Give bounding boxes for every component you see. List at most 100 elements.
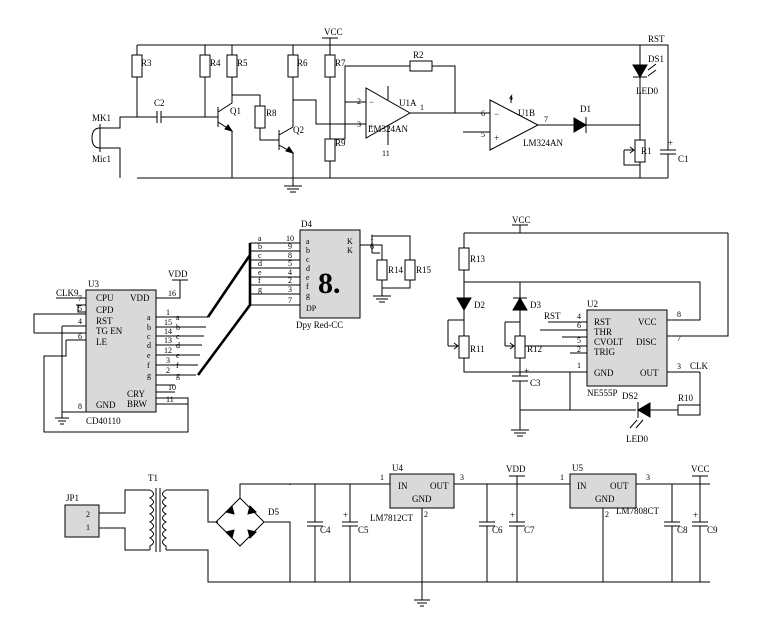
label-c9: C9 — [707, 525, 718, 535]
sign-u1b-plus: + — [494, 133, 499, 143]
d4-seg-d: d — [306, 264, 310, 273]
pin-d4-1: 1 — [370, 233, 374, 242]
label-vdd-bot: VDD — [506, 464, 526, 474]
label-mic1: Mic1 — [92, 154, 111, 164]
connector-jp1 — [64, 504, 100, 538]
label-c7: C7 — [524, 525, 535, 535]
regulator-u5 — [569, 473, 637, 509]
label-u2-thr: THR — [594, 327, 612, 337]
label-u3-brw: BRW — [127, 399, 148, 409]
microphone-mk1 — [91, 124, 101, 152]
d4-digit-glyph: 8. — [318, 267, 341, 300]
label-r11: R11 — [470, 344, 485, 354]
label-u4: U4 — [392, 463, 403, 473]
pin-u3-p2: 2 — [166, 366, 170, 375]
label-u5-out: OUT — [610, 481, 629, 491]
seg-b-u3: b — [147, 323, 151, 332]
resistor-r8 — [254, 105, 266, 129]
pin-u2-3: 3 — [677, 362, 681, 371]
transistor-q1 — [205, 95, 234, 178]
pin-u5-2: 2 — [605, 510, 609, 519]
power-supply-section — [64, 473, 710, 607]
label-jp1: JP1 — [66, 493, 79, 503]
label-u3-cpu: CPU — [96, 293, 114, 303]
d4-seg-e: e — [306, 273, 310, 282]
label-d2: D2 — [474, 300, 485, 310]
timer-section — [447, 224, 729, 437]
label-c3: C3 — [530, 378, 541, 388]
diode-d3 — [512, 282, 528, 336]
segment-bus — [196, 243, 252, 376]
seg-g-out: g — [176, 371, 180, 380]
pin-d4-7: 7 — [288, 296, 292, 305]
label-u3-tgen: TG EN — [96, 326, 123, 336]
label-u3-rst: RST — [96, 316, 113, 326]
resistor-r10 — [677, 404, 701, 416]
label-u4-out: OUT — [430, 481, 449, 491]
pin-u1a-1: 1 — [420, 103, 424, 112]
label-r8: R8 — [266, 108, 277, 118]
pin-d4-5: 5 — [288, 259, 292, 268]
sign-c9-plus: + — [693, 510, 698, 520]
pin-jp1-1: 1 — [86, 523, 90, 532]
pin-u5-1: 1 — [560, 473, 564, 482]
pin-d4-6: 6 — [370, 242, 374, 251]
bus-seg-f: f — [258, 276, 261, 285]
opamp-u1a — [365, 86, 412, 145]
label-r5: R5 — [237, 58, 248, 68]
pin-u3-6: 6 — [78, 332, 82, 341]
pin-u2-2: 2 — [577, 345, 581, 354]
label-c5: C5 — [358, 525, 369, 535]
resistor-r14 — [376, 259, 388, 281]
pin-u1a-4: 4 — [509, 93, 513, 102]
label-u3-cry: CRY — [127, 389, 146, 399]
pin-u2-4: 4 — [577, 312, 581, 321]
label-u3: U3 — [88, 279, 99, 289]
sign-u1a-minus: − — [369, 97, 374, 107]
seven-segment-display-d4 — [299, 229, 361, 319]
seg-a-u3: a — [147, 313, 151, 322]
pin-d4-4: 4 — [288, 268, 292, 277]
label-u3-cpd: CPD — [96, 305, 114, 315]
label-r10: R10 — [678, 393, 694, 403]
chip-u3 — [85, 289, 157, 413]
pin-u2-5: 5 — [577, 336, 581, 345]
bridge-rectifier-d5 — [215, 497, 265, 547]
label-r15: R15 — [416, 265, 432, 275]
transformer-t1 — [148, 488, 168, 552]
pin-u1b-6: 6 — [481, 109, 485, 118]
pin-u3-p3: 3 — [166, 356, 170, 365]
sign-c5-plus: + — [343, 510, 348, 520]
pin-u3-10: 10 — [168, 383, 176, 392]
d4-seg-c: c — [306, 255, 310, 264]
label-d4-model: Dpy Red-CC — [296, 320, 343, 330]
d4-seg-a: a — [306, 237, 310, 246]
seg-f-out: f — [176, 361, 179, 370]
d4-k1: K — [347, 237, 353, 246]
sign-c1-plus: + — [668, 138, 673, 148]
led-ds1 — [632, 63, 657, 125]
pin-u3-16: 16 — [168, 289, 176, 298]
opamp-u1b — [489, 96, 540, 151]
label-rst-top: RST — [648, 34, 665, 44]
seg-b-out: b — [176, 323, 180, 332]
d4-k2: K — [347, 246, 353, 255]
label-u2-rst: RST — [594, 317, 611, 327]
label-u2-vcc: VCC — [638, 317, 657, 327]
bus-seg-d: d — [258, 259, 262, 268]
seg-g-u3: g — [147, 371, 151, 380]
label-led0-mid: LED0 — [626, 434, 648, 444]
label-u4-gnd: GND — [412, 494, 432, 504]
potentiometer-r11 — [458, 335, 470, 359]
label-u2-out: OUT — [640, 368, 659, 378]
resistor-r4 — [199, 54, 211, 78]
potentiometer-r12 — [514, 335, 526, 359]
label-c4: C4 — [320, 525, 331, 535]
counter-display-section — [33, 229, 416, 433]
label-r2: R2 — [413, 50, 424, 60]
pin-u4-1: 1 — [380, 473, 384, 482]
pin-u3-p12: 12 — [164, 346, 172, 355]
pin-u4-2: 2 — [424, 510, 428, 519]
resistor-r13 — [458, 247, 470, 271]
